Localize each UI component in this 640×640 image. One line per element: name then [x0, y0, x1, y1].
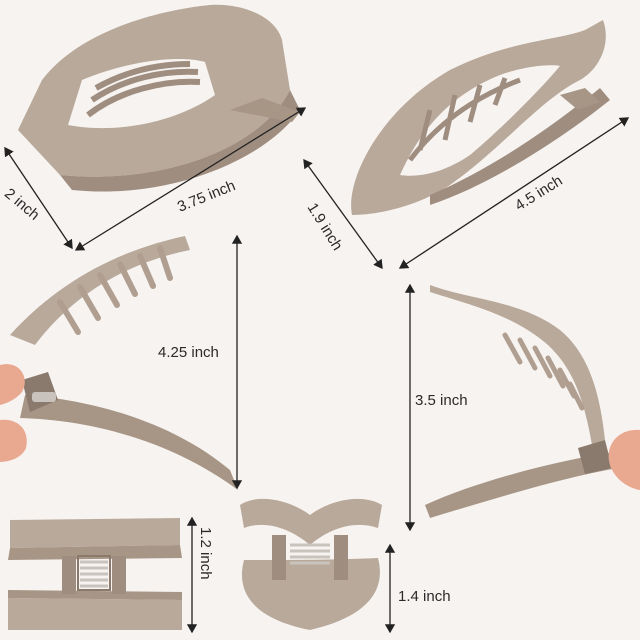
label-leaf-end-height: 1.4 inch: [398, 588, 451, 605]
open-clip-left-image: [0, 236, 238, 490]
rectangular-claw-clip-image: [18, 4, 300, 192]
arrow-rect-length: [74, 107, 307, 251]
label-open-left-height: 4.25 inch: [158, 344, 219, 361]
leaf-clip-end-view-image: [240, 498, 382, 630]
label-rect-end-height: 1.2 inch: [197, 527, 214, 580]
arrow-rect-width: [4, 146, 73, 250]
arrow-leaf-length: [398, 117, 630, 269]
label-open-right-height: 3.5 inch: [415, 392, 468, 409]
rectangular-clip-end-view-image: [8, 518, 182, 630]
arrow-leaf-width: [303, 158, 383, 270]
dimension-arrows: [4, 107, 630, 634]
open-clip-right-image: [425, 285, 640, 518]
leaf-claw-clip-image: [351, 20, 610, 215]
